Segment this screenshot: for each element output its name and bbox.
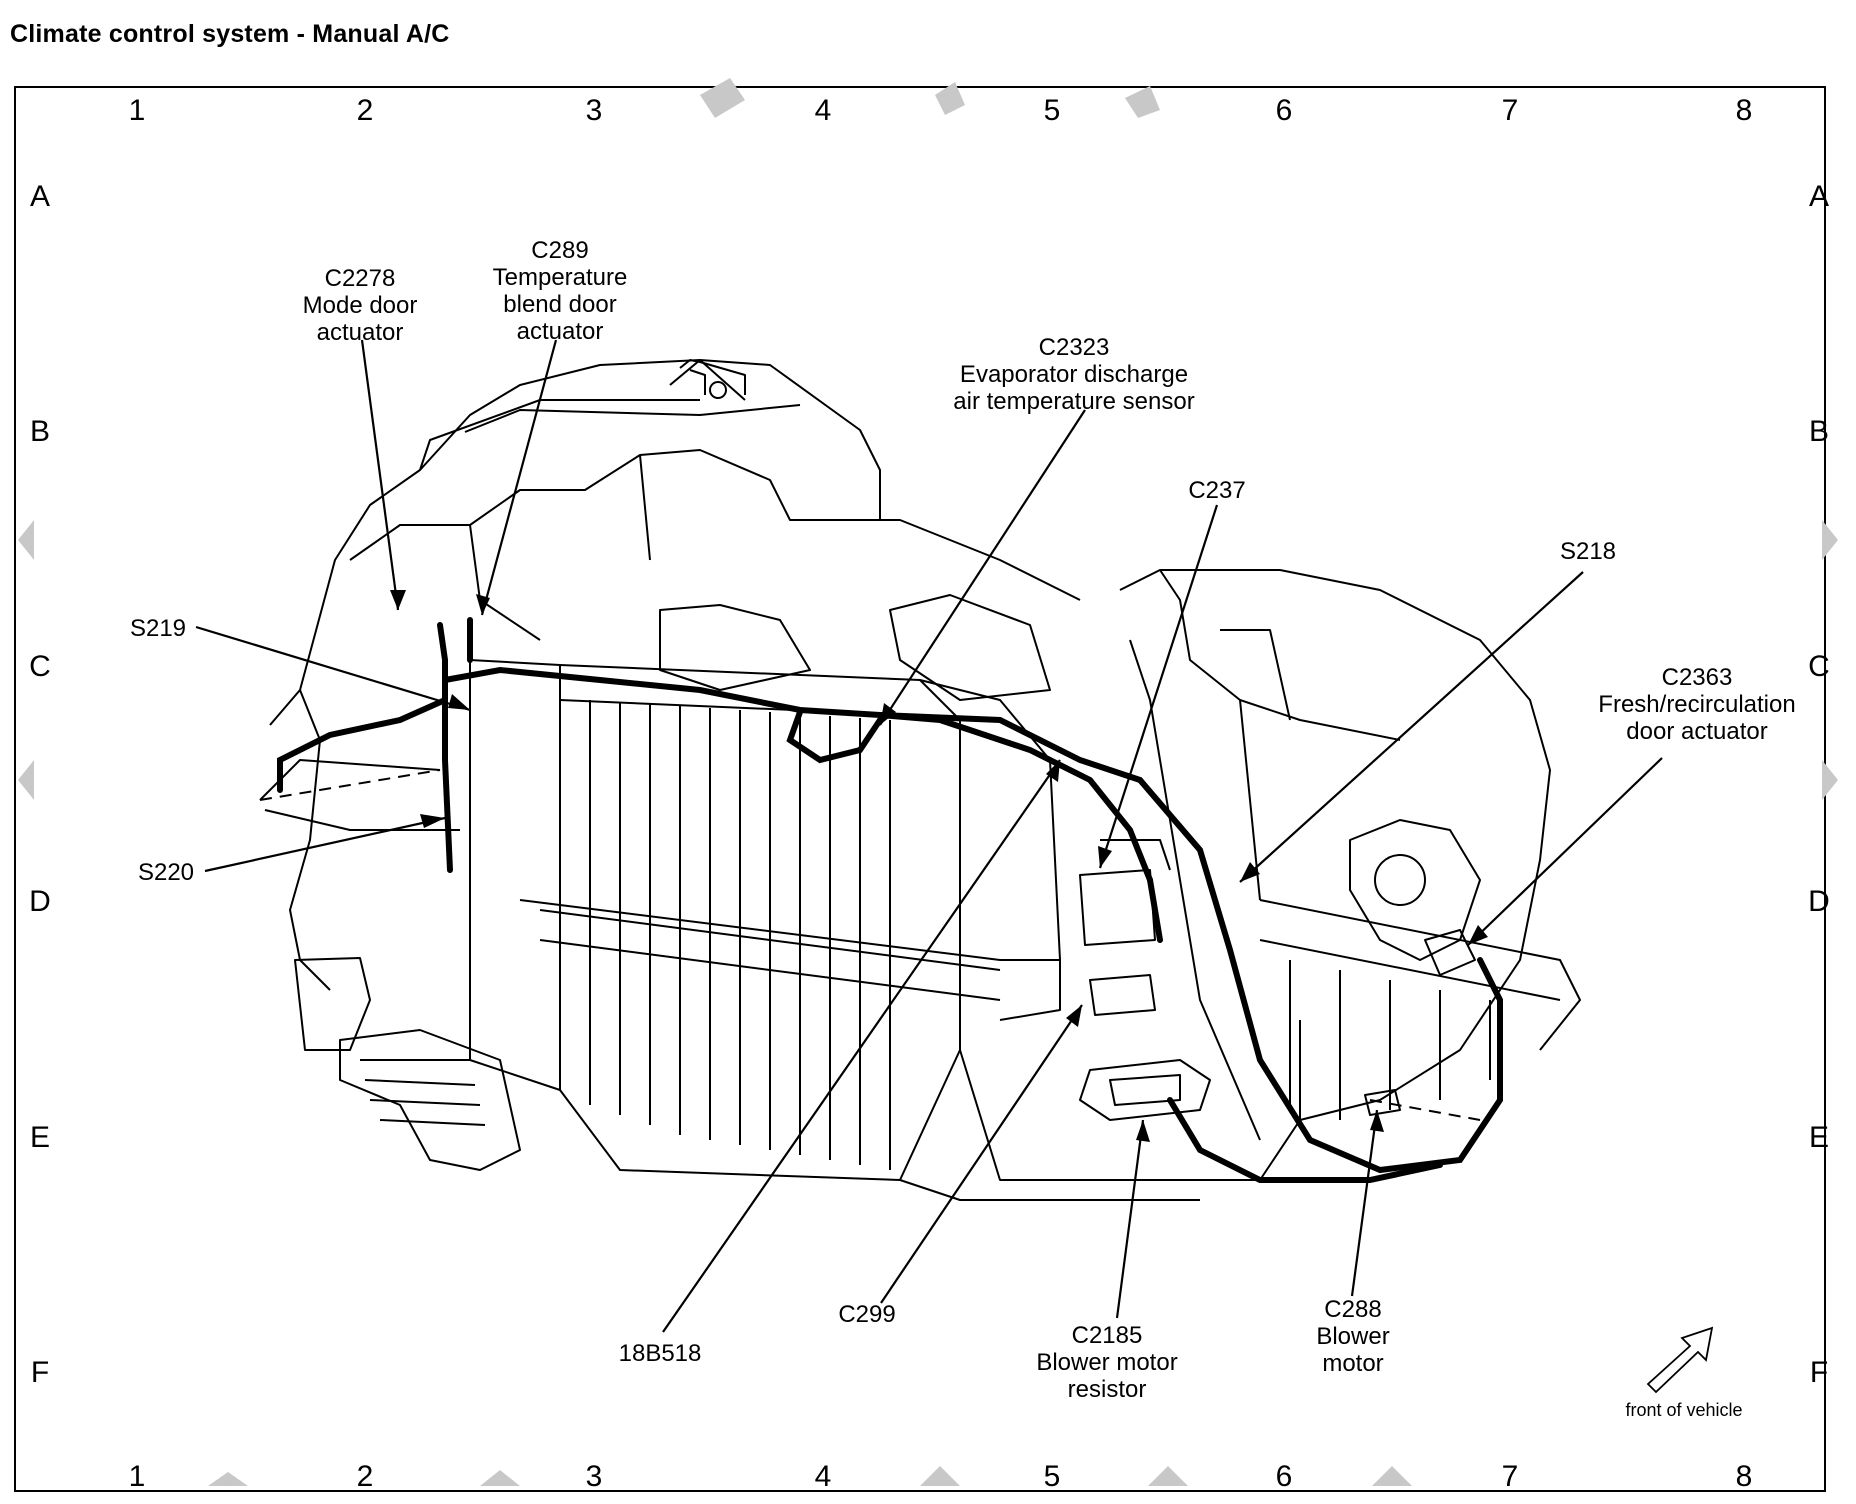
- grid-col-bottom-3: 3: [585, 1460, 603, 1493]
- leader-c2185: [1115, 1119, 1145, 1319]
- grid-row-right-A: A: [1808, 180, 1830, 213]
- grid-row-left-F: F: [30, 1356, 50, 1389]
- callout-leader-lines: [195, 339, 1663, 1333]
- grid-col-top-4: 4: [814, 94, 832, 127]
- leader-18b518: [662, 759, 1061, 1333]
- grid-row-right-D: D: [1808, 885, 1830, 918]
- wiring-harness: [277, 617, 1503, 1183]
- leader-arrowheads: [390, 590, 1488, 1142]
- grid-col-bottom-7: 7: [1501, 1460, 1519, 1493]
- grid-col-top-8: 8: [1735, 94, 1753, 127]
- leader-c288: [1350, 1109, 1379, 1297]
- callout-c237: C237: [1188, 477, 1246, 504]
- grid-col-top-7: 7: [1501, 94, 1519, 127]
- frame-registration-marks: [18, 78, 1838, 1486]
- grid-row-right-F: F: [1809, 1356, 1829, 1389]
- callout-c299: C299: [838, 1301, 896, 1328]
- grid-col-bottom-1: 1: [128, 1460, 146, 1493]
- grid-col-bottom-4: 4: [814, 1460, 832, 1493]
- grid-col-bottom-2: 2: [356, 1460, 374, 1493]
- grid-col-top-3: 3: [585, 94, 603, 127]
- page-title: Climate control system - Manual A/C: [10, 20, 450, 48]
- front-of-vehicle-label: front of vehicle: [1625, 1400, 1743, 1420]
- leader-s219: [195, 625, 471, 712]
- front-of-vehicle-arrow-icon: [1646, 1326, 1714, 1394]
- callout-s218: S218: [1559, 538, 1617, 565]
- leader-c237: [1098, 504, 1219, 869]
- callout-18b518: 18B518: [618, 1340, 702, 1367]
- leader-c299: [880, 1004, 1083, 1304]
- grid-col-top-2: 2: [356, 94, 374, 127]
- grid-row-left-B: B: [29, 415, 51, 448]
- grid-row-left-D: D: [29, 885, 51, 918]
- grid-row-left-C: C: [29, 650, 51, 683]
- grid-row-right-B: B: [1808, 415, 1830, 448]
- leader-c2323: [879, 409, 1086, 726]
- grid-col-top-5: 5: [1043, 94, 1061, 127]
- leader-s218: [1239, 571, 1584, 883]
- grid-row-left-A: A: [29, 180, 51, 213]
- callout-s219: S219: [129, 615, 187, 642]
- grid-row-right-E: E: [1808, 1121, 1830, 1154]
- leader-c2363: [1467, 757, 1663, 946]
- grid-col-top-6: 6: [1275, 94, 1293, 127]
- grid-col-bottom-8: 8: [1735, 1460, 1753, 1493]
- grid-row-left-E: E: [29, 1121, 51, 1154]
- grid-row-right-C: C: [1808, 650, 1830, 683]
- leader-c2278: [360, 339, 400, 611]
- callout-s220: S220: [137, 859, 195, 886]
- grid-col-top-1: 1: [128, 94, 146, 127]
- leader-s220: [204, 816, 446, 873]
- grid-col-bottom-5: 5: [1043, 1460, 1061, 1493]
- grid-col-bottom-6: 6: [1275, 1460, 1293, 1493]
- leader-c289: [480, 339, 558, 616]
